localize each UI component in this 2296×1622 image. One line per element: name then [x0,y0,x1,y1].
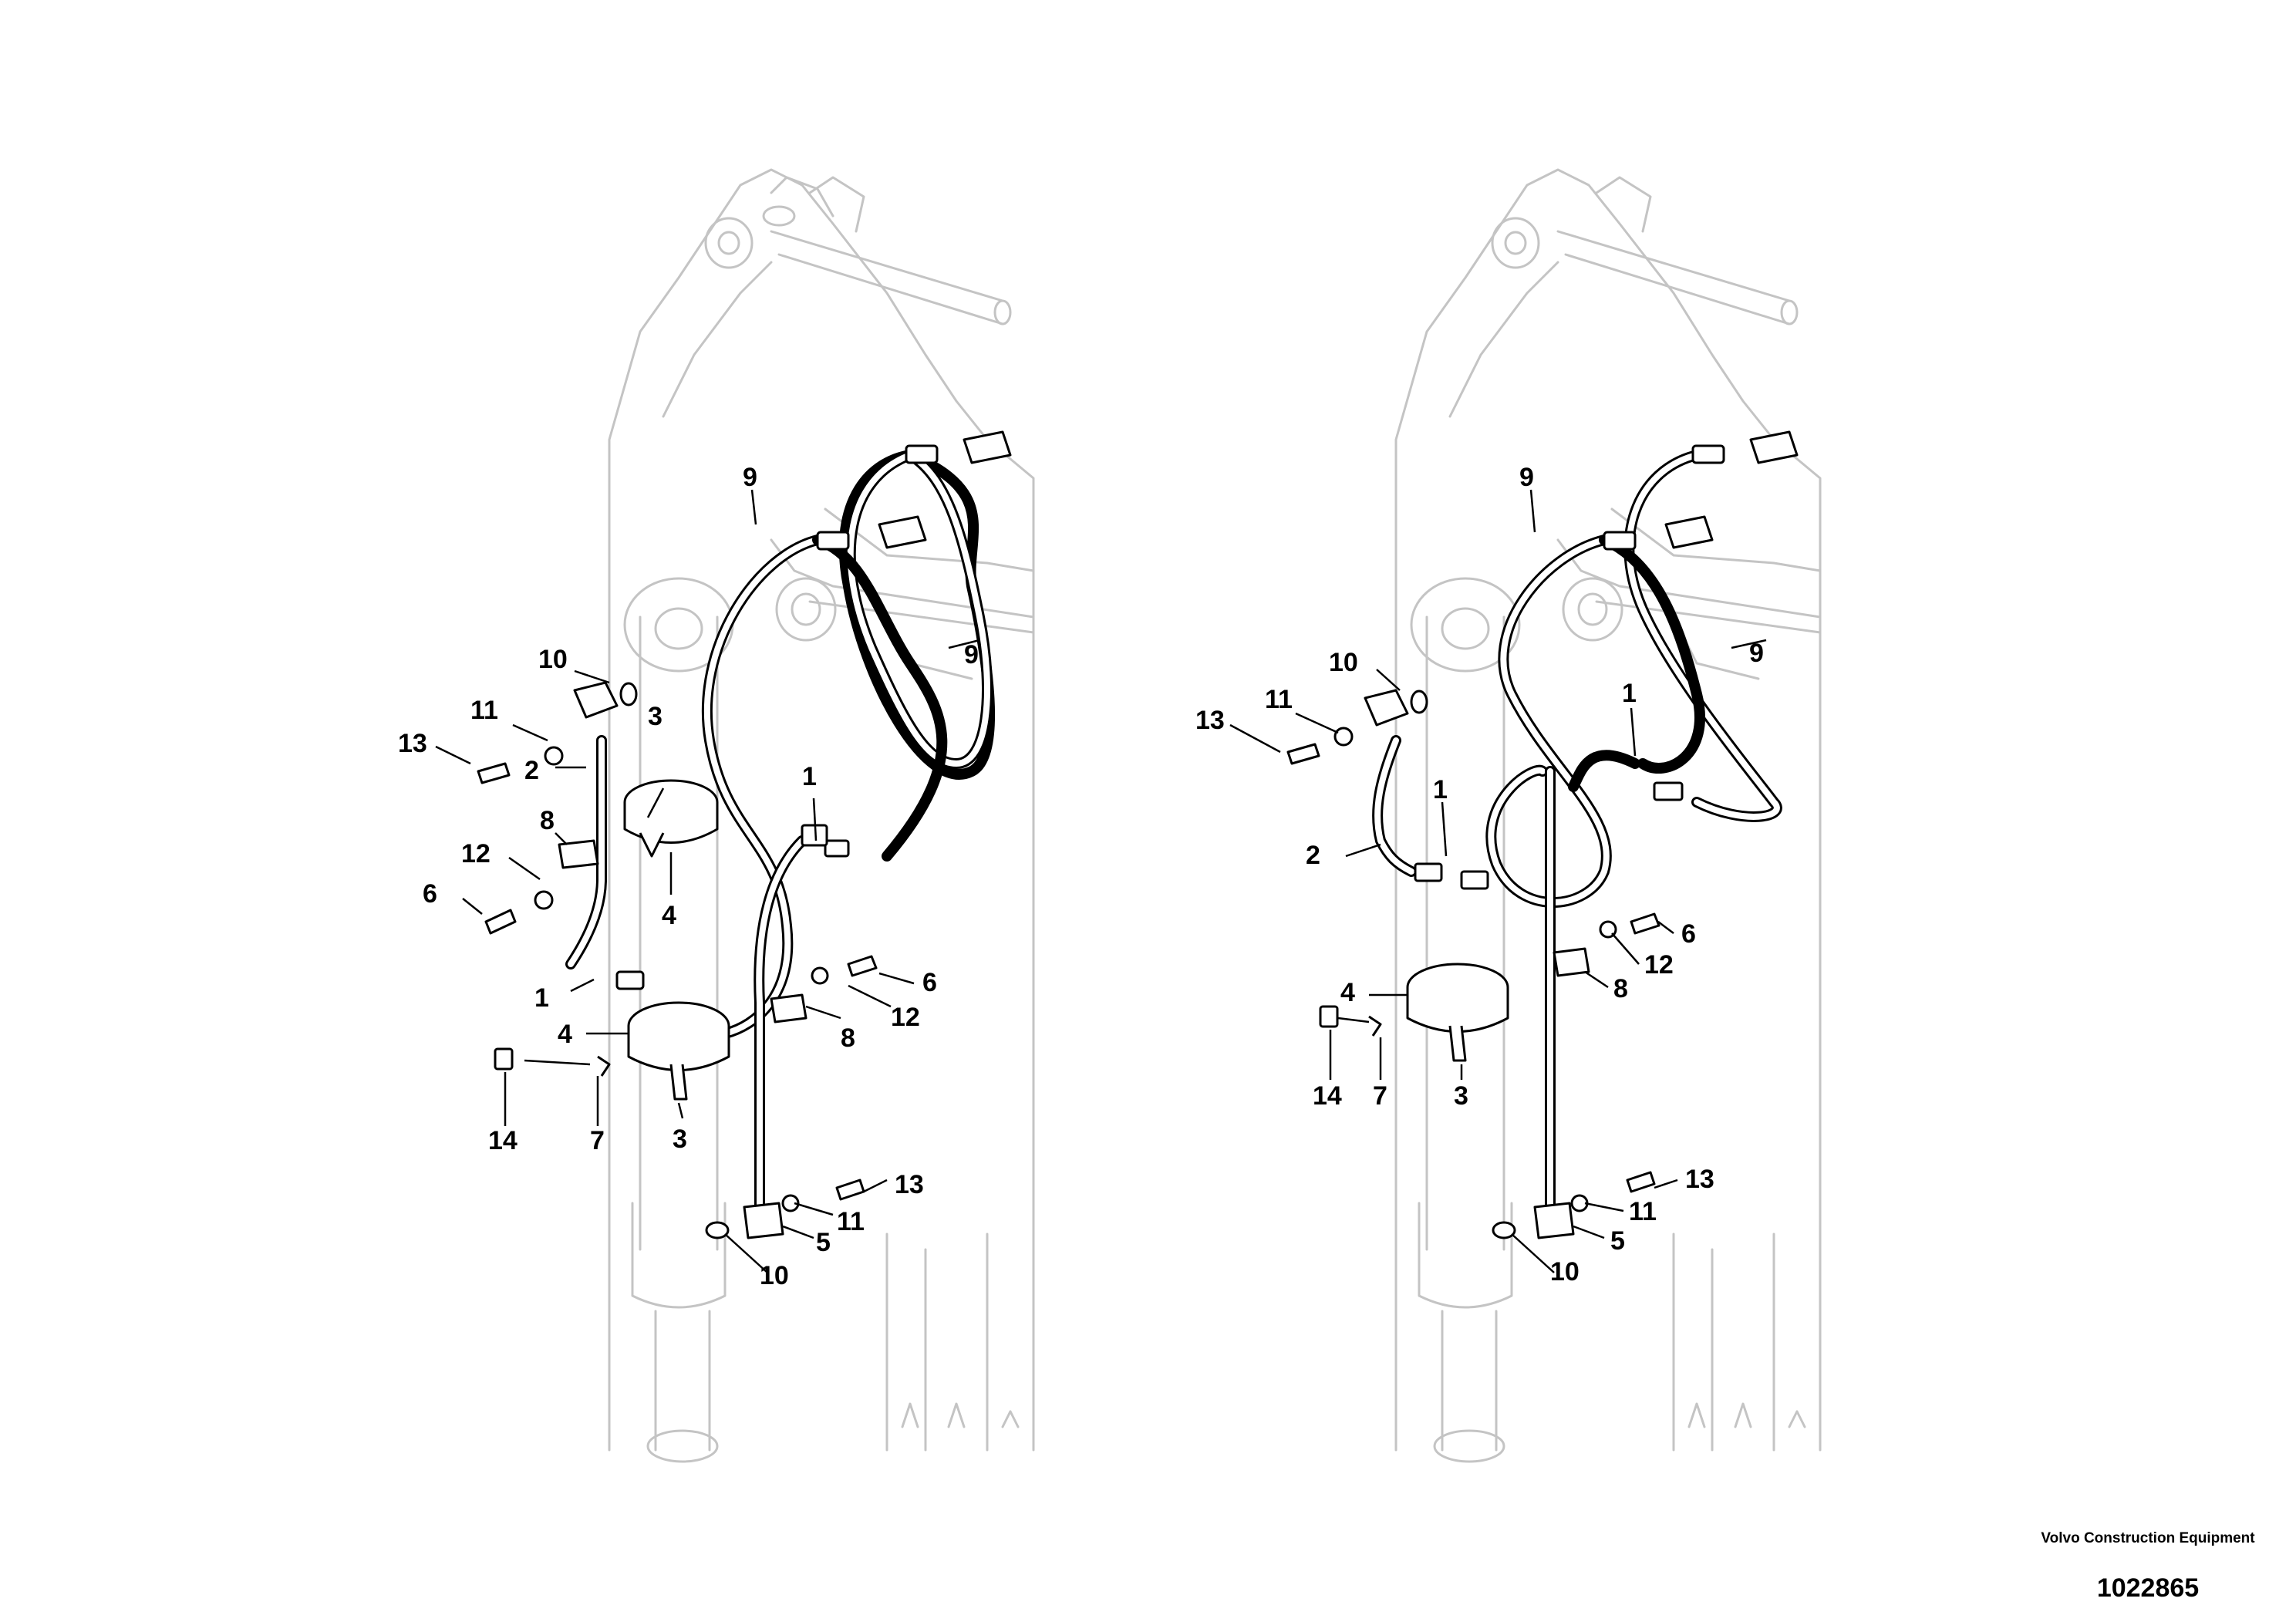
callout-10-top-r: 10 [1329,648,1358,677]
callout-2: 2 [524,756,539,785]
left-callouts: 9 9 10 11 13 2 3 8 12 6 4 1 1 6 12 8 4 1… [398,463,979,1290]
left-hose-9 [565,450,996,1224]
document-number: 1022865 [2096,1573,2200,1603]
callout-6-r: 6 [1681,919,1696,949]
right-boom-outline [1394,168,1822,1463]
right-assembly: 9 9 1 10 11 13 1 2 6 12 8 4 14 7 3 13 11… [1195,168,1822,1463]
callout-5: 5 [816,1228,831,1257]
callout-1-upper-r: 1 [1622,679,1637,708]
callout-13-bottom-r: 13 [1685,1165,1714,1194]
callout-3-upper: 3 [648,702,663,731]
callout-11-top: 11 [470,696,498,725]
right-hose-9 [1372,450,1782,1224]
callout-12-right: 12 [891,1003,920,1032]
callout-6-right: 6 [922,968,937,997]
callout-5-r: 5 [1610,1226,1625,1256]
callout-7: 7 [590,1126,605,1155]
callout-13-top: 13 [398,729,427,758]
callout-10-top: 10 [538,645,568,674]
callout-7-r: 7 [1373,1081,1387,1111]
left-leaders [435,489,980,1273]
callout-14: 14 [488,1126,518,1155]
callout-10-bottom-r: 10 [1550,1257,1580,1286]
callout-9-right: 9 [964,640,979,669]
right-callouts: 9 9 1 10 11 13 1 2 6 12 8 4 14 7 3 13 11… [1195,463,1764,1286]
callout-11-top-r: 11 [1265,685,1293,714]
callout-8-r: 8 [1613,974,1628,1003]
callout-8-right: 8 [841,1023,855,1053]
callout-1-lower-r: 1 [1433,775,1448,804]
right-leaders [1229,489,1767,1273]
callout-12-left: 12 [461,839,491,868]
callout-4-upper: 4 [662,901,676,930]
callout-9-upper-r: 9 [1519,463,1534,492]
callout-3-lower: 3 [673,1125,687,1154]
callout-9-upper: 9 [743,463,757,492]
right-parts [1286,430,1799,1239]
callout-6-left: 6 [423,879,437,909]
left-assembly: 9 9 10 11 13 2 3 8 12 6 4 1 1 6 12 8 4 1… [398,168,1035,1463]
callout-1-right: 1 [802,762,817,791]
callout-3-r: 3 [1454,1081,1468,1111]
company-name: Volvo Construction Equipment [2041,1530,2255,1546]
callout-13-top-r: 13 [1195,706,1225,735]
callout-11-bottom: 11 [837,1207,865,1236]
callout-14-r: 14 [1313,1081,1342,1111]
callout-1-left: 1 [534,983,549,1013]
callout-8-left: 8 [540,806,555,835]
callout-12-r: 12 [1644,950,1674,980]
callout-4-lower: 4 [558,1020,572,1049]
callout-10-bottom: 10 [760,1261,789,1290]
callout-4-r: 4 [1340,978,1355,1007]
callout-9-right-r: 9 [1749,639,1764,668]
left-parts [477,430,1012,1239]
callout-13-bottom: 13 [895,1170,924,1199]
callout-2-r: 2 [1306,841,1320,870]
callout-11-bottom-r: 11 [1629,1197,1657,1226]
